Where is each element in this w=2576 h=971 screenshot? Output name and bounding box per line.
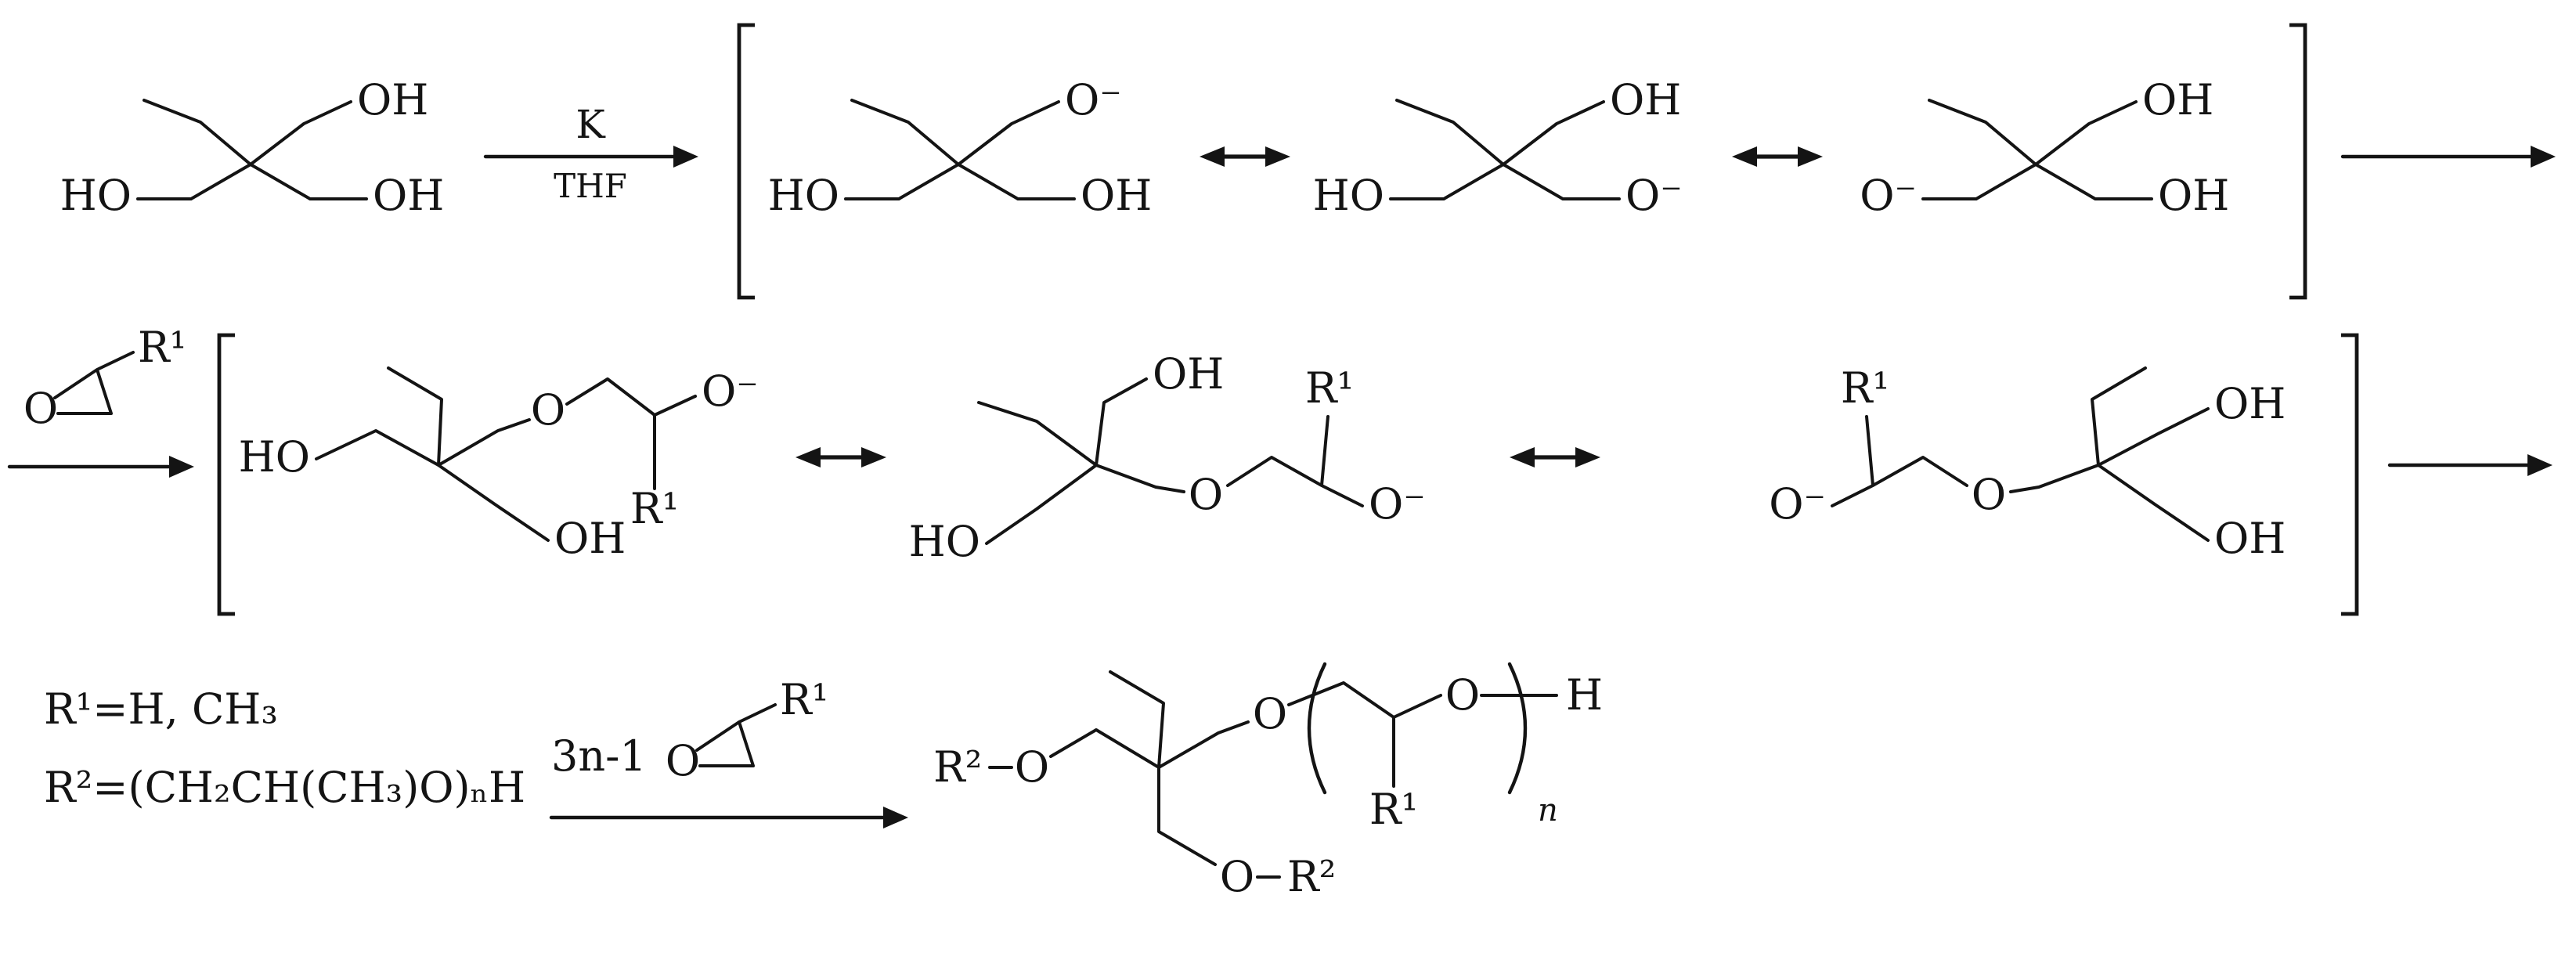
ring-opened-alkoxide-3: R¹ O⁻ O OH OH <box>1769 363 2286 563</box>
repeat-subscript-n: n <box>1538 792 1558 828</box>
resonance-arrow <box>1732 146 1823 167</box>
arrowhead <box>1798 146 1823 167</box>
ether-o-label: O <box>1220 852 1254 901</box>
oh-label: OH <box>1610 75 1681 125</box>
resonance-arrow <box>1200 146 1290 167</box>
r1-label: R¹ <box>138 323 186 372</box>
oh-label: OH <box>1081 171 1152 220</box>
repeat-paren-close <box>1507 662 1528 795</box>
arrowhead <box>883 807 908 828</box>
r1-label: R¹ <box>1369 785 1418 834</box>
ether-o-label: O <box>531 385 565 435</box>
bond <box>1389 99 1621 200</box>
epoxide-reagent: O R¹ <box>666 675 828 785</box>
reaction-arrow-deprotonation: K THF <box>483 102 698 205</box>
bond <box>695 703 777 767</box>
ether-o-label: O <box>23 384 58 433</box>
ho-label: HO <box>60 171 132 220</box>
arrowhead <box>673 146 698 168</box>
molecule-trimethylolpropane: OH HO OH <box>60 75 445 220</box>
r1-label: R¹ <box>630 484 679 533</box>
repeat-paren-open <box>1307 662 1327 795</box>
r1-label: R¹ <box>1841 363 1889 413</box>
r2-label: R² <box>1287 852 1336 901</box>
bracket-close-ring-opened <box>2341 333 2359 616</box>
oh-label: OH <box>1153 349 1224 399</box>
r2-definition: R²=(CH₂CH(CH₃)O)ₙH <box>44 763 525 812</box>
bond <box>53 351 135 415</box>
product-polyether: R² O O R¹ O n H O R² <box>933 662 1603 901</box>
oh-label: OH <box>2214 514 2286 563</box>
resonance-arrow <box>1510 447 1600 467</box>
ether-o-label: O <box>1189 470 1223 519</box>
r1-label: R¹ <box>780 675 828 724</box>
bracket-open-alkoxides <box>737 23 755 300</box>
arrowhead <box>796 447 821 467</box>
o-minus-label: O⁻ <box>1769 479 1826 529</box>
arrowhead <box>861 447 886 467</box>
bond <box>136 99 368 200</box>
ether-o-label: O <box>1253 689 1287 738</box>
ring-opened-alkoxide-1: HO O O⁻ R¹ OH <box>239 366 759 563</box>
o-minus-label: O⁻ <box>1065 75 1122 125</box>
alkoxide-resonance-2: OH HO O⁻ <box>1313 75 1683 220</box>
arrow-to-polymerization <box>2387 454 2553 476</box>
oh-label: OH <box>2142 75 2213 125</box>
oh-label: OH <box>554 514 626 563</box>
oh-label: OH <box>357 75 428 125</box>
bond <box>844 99 1076 200</box>
bond <box>977 377 1364 545</box>
arrowhead <box>1510 447 1535 467</box>
arrowhead <box>1575 447 1600 467</box>
bond <box>1831 366 2210 542</box>
arrowhead <box>1732 146 1757 167</box>
arrowhead <box>2531 146 2556 168</box>
polymerization-step: 3n-1 O R¹ <box>549 675 908 828</box>
bond <box>988 670 1558 879</box>
bracket-open-ring-opened <box>217 333 235 616</box>
ether-o-label: O <box>1972 470 2006 519</box>
ether-o-label: O <box>1445 670 1480 720</box>
o-minus-label: O⁻ <box>1860 171 1917 220</box>
ho-label: HO <box>239 432 310 482</box>
ring-opened-alkoxide-2: OH HO O R¹ O⁻ <box>909 349 1426 566</box>
r1-definition: R¹=H, CH₃ <box>44 684 278 734</box>
o-minus-label: O⁻ <box>1369 479 1426 529</box>
bracket-close-alkoxides <box>2289 23 2307 300</box>
reagent-label: K <box>575 102 606 147</box>
stoichiometry-label: 3n-1 <box>551 731 647 781</box>
bond <box>315 366 697 542</box>
arrowhead <box>1265 146 1290 167</box>
o-minus-label: O⁻ <box>702 366 759 416</box>
h-label: H <box>1566 670 1603 720</box>
alkoxide-resonance-3: OH O⁻ OH <box>1860 75 2229 220</box>
o-minus-label: O⁻ <box>1625 171 1683 220</box>
ho-label: HO <box>1313 171 1384 220</box>
alkoxide-resonance-1: O⁻ HO OH <box>768 75 1153 220</box>
oh-label: OH <box>373 171 444 220</box>
epoxide-reagent: O R¹ <box>23 323 186 433</box>
ether-o-label: O <box>666 736 700 785</box>
bond <box>1921 99 2153 200</box>
arrowhead <box>169 456 194 478</box>
ho-label: HO <box>768 171 839 220</box>
arrowhead <box>1200 146 1225 167</box>
arrow-ring-opening <box>7 456 194 478</box>
oh-label: OH <box>2214 379 2286 428</box>
r1-label: R¹ <box>1305 363 1354 413</box>
resonance-arrow <box>796 447 886 467</box>
ether-o-label: O <box>1015 742 1049 792</box>
r2-label: R² <box>933 742 982 792</box>
oh-label: OH <box>2158 171 2229 220</box>
arrow-to-next-step <box>2340 146 2556 168</box>
arrowhead <box>2527 454 2553 476</box>
solvent-label: THF <box>554 167 627 205</box>
ho-label: HO <box>909 517 980 566</box>
